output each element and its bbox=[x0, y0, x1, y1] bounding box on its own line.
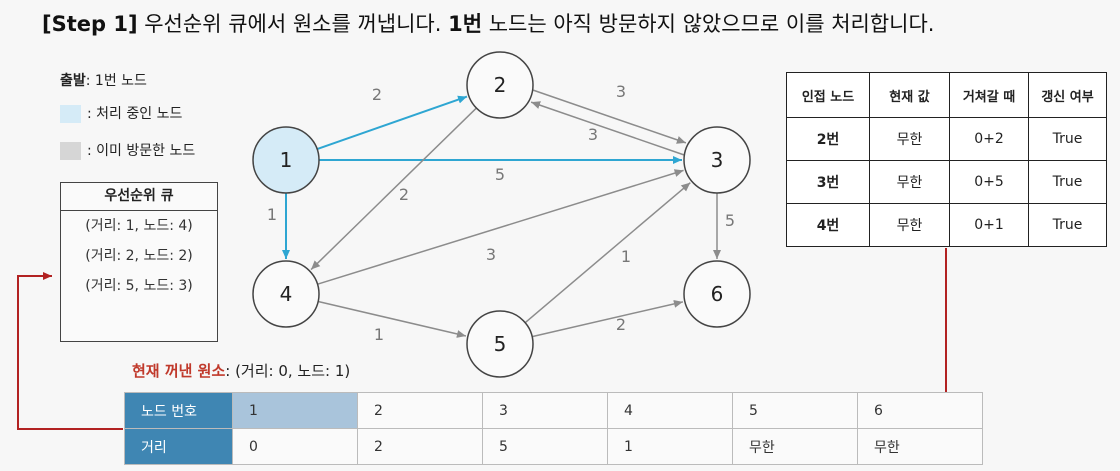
popped-label: 현재 꺼낸 원소 bbox=[132, 362, 226, 380]
legend-processing-text: : 처리 중인 노드 bbox=[87, 106, 183, 122]
graph-node-1 bbox=[252, 126, 320, 194]
distance-value-cell: 무한 bbox=[732, 428, 858, 465]
graph-node-label: 1 bbox=[280, 148, 293, 172]
edge-1-to-2 bbox=[316, 95, 468, 151]
graph-node-5 bbox=[466, 310, 534, 378]
edge-5-to-6 bbox=[531, 299, 684, 338]
distance-value-row: 거리 0 2 5 1 무한 무한 bbox=[124, 428, 983, 465]
graph-node-label: 2 bbox=[494, 73, 507, 97]
edge-3-to-2 bbox=[530, 101, 685, 156]
step-text-2: 노드는 아직 방문하지 않았으므로 이를 처리합니다. bbox=[482, 12, 935, 36]
edge-2-to-3 bbox=[532, 89, 687, 144]
distance-value-cell: 무한 bbox=[857, 428, 983, 465]
distance-value-cell: 2 bbox=[357, 428, 483, 465]
legend-start-label: 출발 bbox=[60, 73, 86, 89]
adjacency-row: 3번 무한 0+5 True bbox=[786, 160, 1107, 204]
edge-2-to-4 bbox=[310, 107, 477, 271]
graph-node-2 bbox=[466, 51, 534, 119]
edge-weight-label: 2 bbox=[399, 185, 409, 204]
priority-queue-item: (거리: 5, 노드: 3) bbox=[85, 278, 193, 294]
legend-visited: : 이미 방문한 노드 bbox=[60, 140, 195, 160]
graph-node-6 bbox=[683, 260, 751, 328]
step-label: [Step 1] bbox=[42, 12, 138, 36]
edge-weight-label: 1 bbox=[267, 205, 277, 224]
edge-5-to-3 bbox=[524, 182, 691, 324]
adjacency-cell: 4번 bbox=[786, 203, 870, 247]
step-text-bold: 1번 bbox=[448, 12, 483, 36]
graph-node-label: 5 bbox=[494, 332, 507, 356]
priority-queue-title: 우선순위 큐 bbox=[61, 183, 217, 211]
priority-queue-item: (거리: 2, 노드: 2) bbox=[85, 248, 193, 264]
connector-left bbox=[17, 272, 123, 430]
distance-node-row: 노드 번호 1 2 3 4 5 6 bbox=[124, 392, 983, 429]
distance-value-cell: 5 bbox=[482, 428, 608, 465]
edge-weight-label: 3 bbox=[616, 82, 626, 101]
distance-row-header: 노드 번호 bbox=[124, 392, 233, 429]
adjacency-cell: 3번 bbox=[786, 160, 870, 204]
graph-node-label: 6 bbox=[711, 282, 724, 306]
adjacency-cell: True bbox=[1028, 203, 1107, 247]
legend-processing: : 처리 중인 노드 bbox=[60, 103, 182, 123]
priority-queue-item: (거리: 1, 노드: 4) bbox=[85, 218, 193, 234]
distance-value-cell: 1 bbox=[607, 428, 733, 465]
popped-value: : (거리: 0, 노드: 1) bbox=[225, 362, 351, 380]
legend-start-value: : 1번 노드 bbox=[85, 73, 147, 89]
adjacency-header: 갱신 여부 bbox=[1028, 72, 1107, 118]
adjacency-row: 2번 무한 0+2 True bbox=[786, 117, 1107, 161]
adjacency-cell: True bbox=[1028, 117, 1107, 161]
edge-weight-label: 3 bbox=[486, 245, 496, 264]
distance-node-cell: 5 bbox=[732, 392, 858, 429]
edge-weight-label: 3 bbox=[588, 125, 598, 144]
distance-node-cell: 6 bbox=[857, 392, 983, 429]
adjacency-cell: 무한 bbox=[869, 117, 950, 161]
adjacency-cell: 0+5 bbox=[949, 160, 1029, 204]
adjacency-cell: 0+1 bbox=[949, 203, 1029, 247]
graph-node-3 bbox=[683, 126, 751, 194]
distance-node-cell: 2 bbox=[357, 392, 483, 429]
edge-4-to-3 bbox=[317, 169, 684, 285]
edge-weight-label: 5 bbox=[725, 211, 735, 230]
step-text-1: 우선순위 큐에서 원소를 꺼냅니다. bbox=[137, 12, 449, 36]
adjacency-header: 현재 값 bbox=[869, 72, 950, 118]
edge-weight-label: 2 bbox=[372, 85, 382, 104]
adjacency-header: 인접 노드 bbox=[786, 72, 870, 118]
adjacency-cell: 0+2 bbox=[949, 117, 1029, 161]
graph-node-label: 3 bbox=[711, 148, 724, 172]
legend-visited-text: : 이미 방문한 노드 bbox=[87, 143, 196, 159]
edge-4-to-5 bbox=[317, 300, 467, 338]
distance-row-header: 거리 bbox=[124, 428, 233, 465]
adjacency-cell: 무한 bbox=[869, 203, 950, 247]
step-title: [Step 1] 우선순위 큐에서 원소를 꺼냅니다. 1번 노드는 아직 방문… bbox=[42, 8, 934, 38]
adjacency-header: 거쳐갈 때 bbox=[949, 72, 1029, 118]
graph-node-label: 4 bbox=[280, 282, 293, 306]
adjacency-cell: True bbox=[1028, 160, 1107, 204]
distance-node-cell: 3 bbox=[482, 392, 608, 429]
distance-node-cell: 1 bbox=[232, 392, 358, 429]
adjacency-cell: 무한 bbox=[869, 160, 950, 204]
popped-element: 현재 꺼낸 원소: (거리: 0, 노드: 1) bbox=[132, 360, 350, 381]
graph-node-4 bbox=[252, 260, 320, 328]
edge-weight-label: 2 bbox=[616, 315, 626, 334]
legend-visited-swatch bbox=[60, 142, 81, 160]
distance-node-cell: 4 bbox=[607, 392, 733, 429]
adjacency-cell: 2번 bbox=[786, 117, 870, 161]
edge-weight-label: 1 bbox=[374, 325, 384, 344]
legend-processing-swatch bbox=[60, 105, 81, 123]
edge-weight-label: 5 bbox=[495, 165, 505, 184]
edge-weight-label: 1 bbox=[621, 247, 631, 266]
priority-queue: 우선순위 큐 (거리: 1, 노드: 4) (거리: 2, 노드: 2) (거리… bbox=[60, 182, 218, 342]
adjacency-row: 4번 무한 0+1 True bbox=[786, 203, 1107, 247]
distance-value-cell: 0 bbox=[232, 428, 358, 465]
legend-start: 출발: 1번 노드 bbox=[60, 70, 147, 90]
distance-table: 노드 번호 1 2 3 4 5 6 거리 0 2 5 1 무한 무한 bbox=[124, 392, 983, 465]
adjacency-table: 인접 노드 현재 값 거쳐갈 때 갱신 여부 2번 무한 0+2 True 3번… bbox=[786, 72, 1107, 247]
